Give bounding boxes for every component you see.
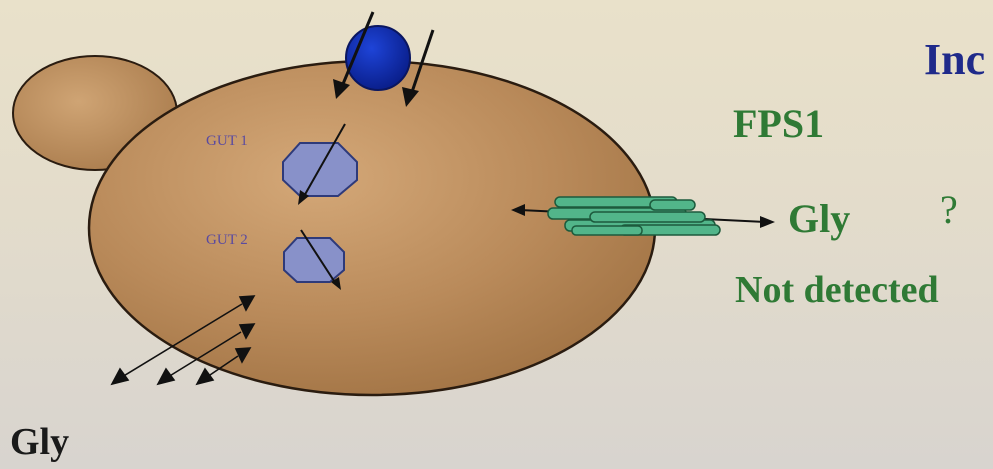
gut2-label: GUT 2 — [206, 232, 248, 249]
fps1-label: FPS1 — [733, 100, 824, 147]
glycerol-diffusion-label: Gly — [10, 420, 69, 464]
title-partial: Inc — [924, 34, 985, 85]
gut1-label: GUT 1 — [206, 133, 248, 150]
glycerol-out-label: Gly — [788, 195, 850, 242]
question-mark: ? — [940, 186, 958, 233]
not-detected-label: Not detected — [735, 268, 939, 312]
